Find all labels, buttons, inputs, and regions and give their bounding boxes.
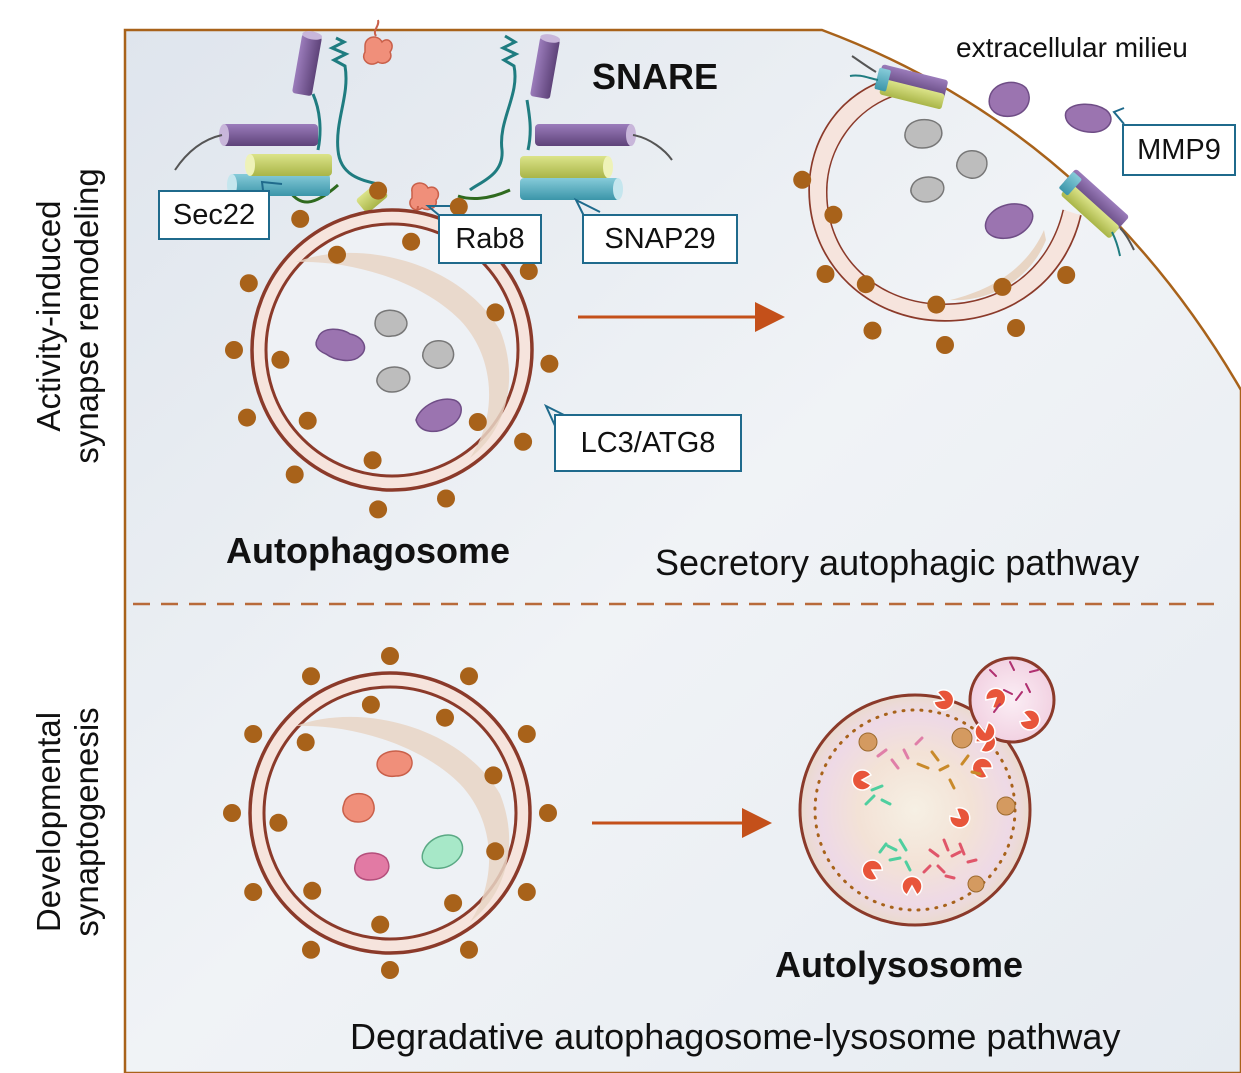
lc3-dot [484, 766, 503, 785]
lc3-dot [302, 940, 320, 959]
callout-rab8: Rab8 [438, 214, 542, 264]
lc3-dot [244, 725, 263, 743]
lc3-dot [468, 413, 487, 431]
lc3-dot [444, 894, 463, 913]
lc3-dot [303, 881, 322, 900]
enzyme-pacman [949, 807, 971, 829]
lc3-dot [328, 245, 346, 264]
snare-complex-left [174, 31, 388, 213]
lc3-dot [291, 209, 310, 228]
autophagosome-label: Autophagosome [226, 530, 510, 571]
lc3-dot [936, 336, 954, 354]
lc3-dot [486, 303, 505, 322]
lc3-dots-top [225, 181, 559, 519]
callout-lc3-atg8: LC3/ATG8 [554, 414, 742, 472]
lc3-dot [519, 262, 538, 280]
enzyme-pacman [932, 689, 955, 711]
secretory-pathway-label: Secretory autophagic pathway [655, 542, 1140, 583]
enzyme-pacman [861, 859, 884, 881]
side-label-top-line2: synapse remodeling [68, 168, 105, 464]
lc3-dot [436, 708, 454, 727]
lc3-dot [863, 321, 882, 340]
lc3-dot [238, 408, 256, 427]
degraded-fragments [864, 661, 1039, 880]
lc3-dot [816, 265, 835, 283]
lc3-dot [271, 350, 290, 369]
snare-label: SNARE [592, 56, 719, 97]
autolysosome-label: Autolysosome [775, 944, 1024, 985]
lc3-dots-bottom [223, 647, 557, 979]
lc3-dot [225, 341, 243, 359]
lysosomal-enzymes [851, 687, 1041, 897]
autolysosome [798, 656, 1056, 927]
lc3-dot [539, 804, 557, 822]
lc3-dot [269, 813, 288, 832]
side-label-bottom-line2: synaptogenesis [68, 707, 105, 937]
lc3-dot [460, 667, 478, 686]
lc3-dot [371, 915, 390, 934]
lc3-dot [363, 451, 382, 470]
side-label-top-line1: Activity-induced [30, 200, 67, 432]
lc3-dot [517, 725, 536, 743]
lc3-dot [381, 961, 399, 979]
autophagosome-bottom [223, 647, 557, 979]
enzyme-pacman [901, 875, 923, 897]
extracellular-label: extracellular milieu [956, 32, 1188, 63]
secreting-vesicle [793, 55, 1135, 354]
lc3-dot [296, 733, 315, 752]
lc3-dot [517, 883, 536, 901]
lc3-dot [361, 695, 380, 714]
lc3-dot [793, 170, 812, 189]
lc3-dot [856, 275, 875, 294]
lc3-dot [460, 940, 478, 959]
lc3-dot [993, 277, 1012, 296]
lc3-dot [239, 274, 258, 293]
lc3-dot [486, 842, 505, 861]
snare-complex-right [457, 34, 673, 200]
lc3-dots-secreting [793, 170, 1076, 354]
autophagosome-top [225, 181, 559, 519]
rab8-protein-top [363, 19, 393, 65]
aggregates [858, 727, 1016, 893]
callout-snap29: SNAP29 [582, 214, 738, 264]
lc3-dot [302, 667, 320, 686]
lc3-dot [449, 197, 468, 216]
callout-sec22: Sec22 [158, 190, 270, 240]
lc3-dot [369, 500, 388, 519]
lc3-dot [244, 883, 263, 901]
lc3-dot [1007, 319, 1025, 337]
lc3-dot [927, 295, 946, 314]
lc3-dot [402, 232, 421, 251]
lc3-dot [298, 411, 317, 430]
lc3-dot [824, 205, 843, 224]
lc3-dot [437, 489, 455, 508]
lc3-dot [514, 432, 533, 451]
degradative-pathway-label: Degradative autophagosome-lysosome pathw… [350, 1016, 1121, 1057]
lc3-dot [223, 804, 241, 822]
lc3-dot [285, 465, 304, 484]
lc3-dot [540, 354, 559, 373]
lc3-dot [1057, 266, 1076, 284]
enzyme-pacman [851, 769, 873, 791]
lc3-dot [381, 647, 399, 665]
enzyme-pacman [1018, 709, 1041, 731]
lc3-dot [369, 181, 388, 200]
callout-mmp9: MMP9 [1122, 124, 1236, 176]
enzyme-pacman [974, 721, 996, 743]
side-label-bottom-line1: Developmental [30, 711, 67, 933]
